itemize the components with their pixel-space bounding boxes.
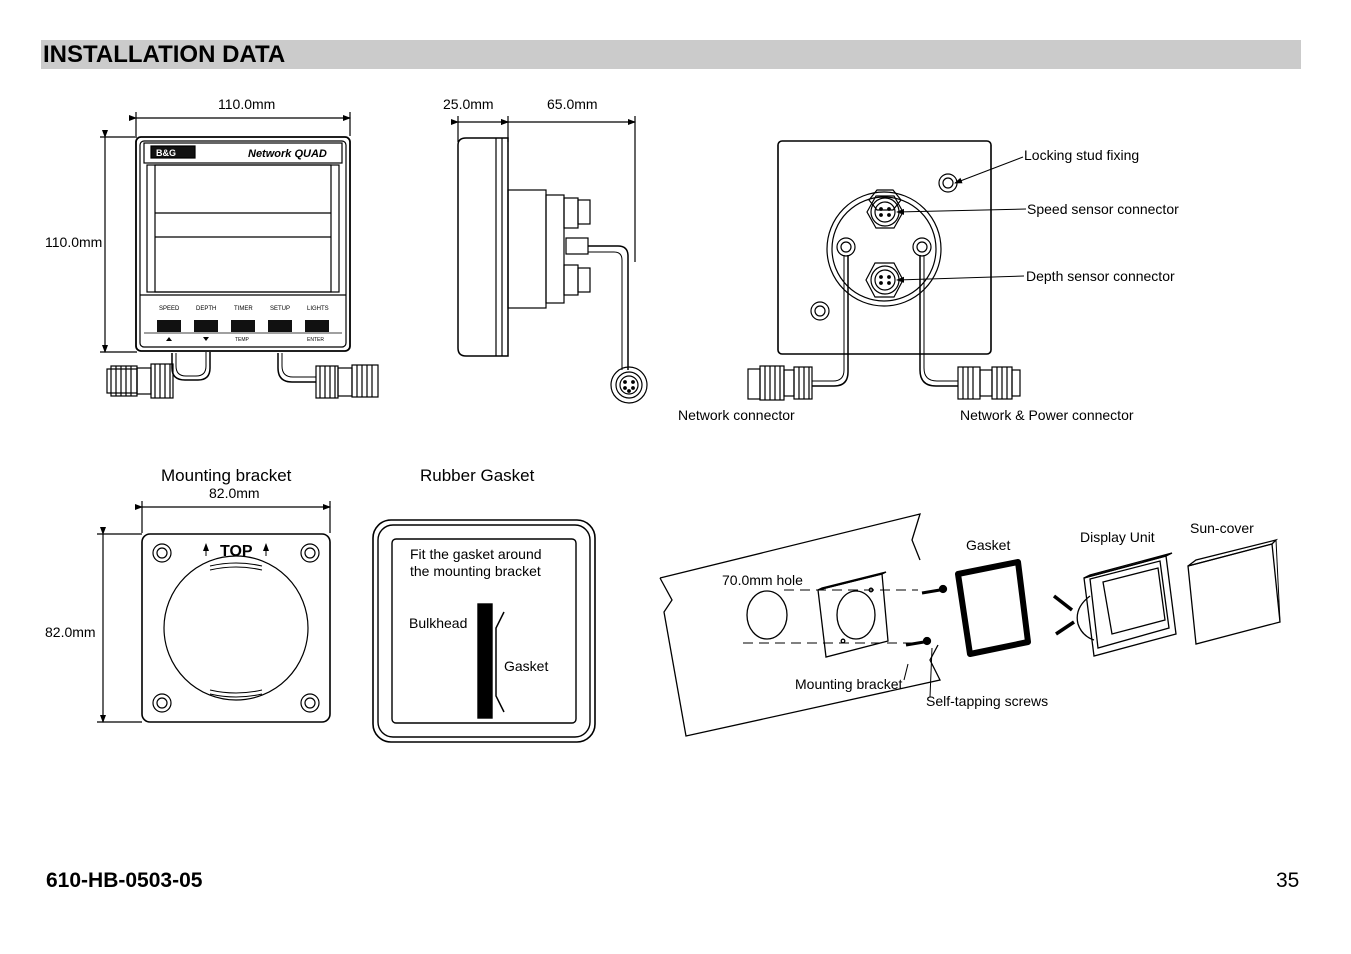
rubber-gasket-drawing: [372, 519, 596, 743]
label-depth-sensor: Depth sensor connector: [1026, 268, 1175, 284]
up-arrow-icon: [166, 337, 172, 341]
label-gasket-section: Gasket: [504, 658, 548, 674]
label-speed-sensor: Speed sensor connector: [1027, 201, 1179, 217]
page-title: INSTALLATION DATA: [43, 41, 286, 68]
rubber-gasket-title: Rubber Gasket: [420, 466, 535, 485]
device-model: Network QUAD: [248, 148, 327, 160]
side-front-depth-dim: 25.0mm: [443, 96, 494, 112]
button-label-timer: TIMER: [234, 306, 253, 312]
label-display-unit: Display Unit: [1080, 529, 1155, 545]
gasket-note-line2: the mounting bracket: [410, 563, 541, 579]
label-network-connector: Network connector: [678, 407, 795, 423]
bracket-width-dim: 82.0mm: [209, 485, 260, 501]
label-sun-cover: Sun-cover: [1190, 520, 1254, 536]
button-label-setup: SETUP: [270, 306, 290, 312]
front-width-dim: 110.0mm: [218, 96, 275, 112]
gasket-note-line1: Fit the gasket around: [410, 546, 542, 562]
label-mounting-hole: 70.0mm hole: [722, 572, 803, 588]
button-sub-label-temp: TEMP: [235, 337, 250, 343]
label-network-power-connector: Network & Power connector: [960, 407, 1134, 423]
label-self-tapping-screws: Self-tapping screws: [926, 693, 1048, 709]
bracket-height-dim: 82.0mm: [45, 624, 96, 640]
brand-logo: B&G: [156, 148, 176, 158]
page-number: 35: [1276, 869, 1300, 892]
side-view: [451, 116, 648, 404]
label-locking-stud: Locking stud fixing: [1024, 147, 1139, 163]
button-label-speed: SPEED: [159, 306, 180, 312]
mounting-bracket-title: Mounting bracket: [161, 466, 292, 485]
bracket-top-label: TOP: [220, 543, 253, 560]
section-header-bar: INSTALLATION DATA: [41, 40, 1301, 69]
button-sub-label-enter: ENTER: [307, 337, 324, 343]
side-rear-depth-dim: 65.0mm: [547, 96, 598, 112]
rear-view: [747, 140, 1027, 401]
label-exploded-gasket: Gasket: [966, 537, 1010, 553]
front-view: [100, 112, 379, 399]
button-label-depth: DEPTH: [196, 306, 216, 312]
button-label-lights: LIGHTS: [307, 306, 329, 312]
exploded-view: [659, 513, 1281, 737]
front-height-dim: 110.0mm: [45, 234, 102, 250]
brand-logo-block: [150, 145, 196, 159]
mounting-bracket-drawing: [97, 501, 331, 723]
document-code: 610-HB-0503-05: [46, 869, 203, 892]
down-arrow-icon: [203, 337, 209, 341]
label-exploded-mounting-bracket: Mounting bracket: [795, 676, 903, 692]
label-bulkhead: Bulkhead: [409, 615, 467, 631]
